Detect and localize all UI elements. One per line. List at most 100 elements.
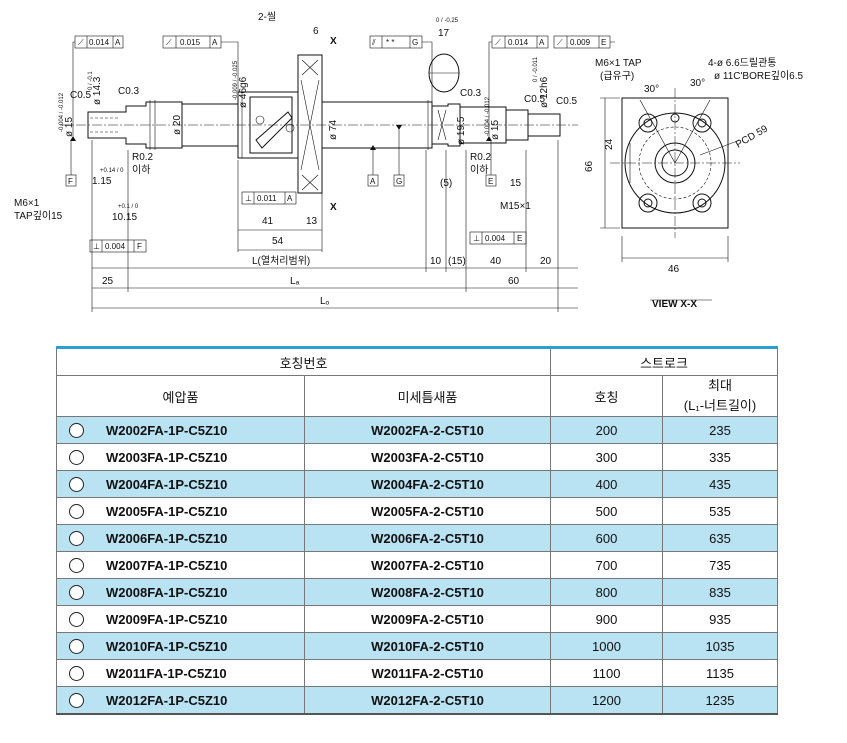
preload-cell: W2003FA-1P-C5Z10 bbox=[56, 443, 305, 471]
frame-datum: A bbox=[539, 38, 545, 47]
row-select-radio[interactable] bbox=[69, 693, 84, 709]
datum-box: A bbox=[367, 174, 379, 187]
stroke-max: 1135 bbox=[662, 659, 778, 687]
frame-datum: E bbox=[601, 38, 606, 47]
header-preload: 예압품 bbox=[56, 375, 305, 417]
stroke-nominal: 1100 bbox=[550, 659, 663, 687]
radius-label: R0.2 bbox=[132, 152, 154, 163]
row-select-radio[interactable] bbox=[69, 585, 84, 601]
gap-part-no: W2009FA-2-C5T10 bbox=[304, 605, 551, 633]
dimension-label: (15) bbox=[448, 256, 466, 267]
thread-label: (급유구) bbox=[600, 70, 634, 82]
frame-symbol: ⊥ bbox=[93, 242, 100, 251]
frame-datum: E bbox=[517, 234, 522, 243]
tolerance-frame: ⟋ 0.015 A bbox=[162, 35, 222, 49]
tolerance-frame: ⫽ * * G bbox=[369, 35, 423, 49]
row-select-radio[interactable] bbox=[69, 504, 84, 520]
header-max: 최대 (L₁-너트길이) bbox=[662, 375, 778, 417]
row-select-radio[interactable] bbox=[69, 531, 84, 547]
dimension-label: 20 bbox=[540, 256, 552, 267]
svg-text:A: A bbox=[370, 177, 376, 186]
row-select-radio[interactable] bbox=[69, 477, 84, 493]
preload-part-no: W2010FA-1P-C5Z10 bbox=[106, 639, 228, 655]
frame-symbol: ⟋ bbox=[495, 38, 501, 47]
row-select-radio[interactable] bbox=[69, 612, 84, 628]
hole-label: 4-ø 6.6드릴관통 bbox=[708, 56, 776, 69]
dimension-label: 66 bbox=[584, 160, 595, 172]
preload-part-no: W2008FA-1P-C5Z10 bbox=[106, 585, 228, 601]
row-select-radio[interactable] bbox=[69, 558, 84, 574]
header-part-no: 호칭번호 bbox=[56, 346, 551, 376]
preload-part-no: W2002FA-1P-C5Z10 bbox=[106, 423, 228, 439]
preload-cell: W2005FA-1P-C5Z10 bbox=[56, 497, 305, 525]
table-header-row: 호칭번호 스트로크 bbox=[56, 346, 778, 376]
radius-label: 이하 bbox=[470, 163, 488, 176]
dimension-label: 15 bbox=[510, 178, 522, 189]
svg-text:E: E bbox=[488, 177, 493, 186]
diameter-label: ø 19.5 bbox=[456, 116, 467, 145]
frame-value: 0.011 bbox=[257, 194, 277, 203]
frame-symbol: ⊥ bbox=[245, 194, 252, 203]
stroke-nominal: 400 bbox=[550, 470, 663, 498]
dimension-label: 6 bbox=[313, 26, 319, 37]
preload-cell: W2007FA-1P-C5Z10 bbox=[56, 551, 305, 579]
preload-part-no: W2009FA-1P-C5Z10 bbox=[106, 612, 228, 628]
tolerance-frame: ⟋ 0.014 A bbox=[74, 35, 124, 49]
nut-flange bbox=[297, 54, 323, 194]
gap-part-no: W2005FA-2-C5T10 bbox=[304, 497, 551, 525]
tolerance-label: -0.004 / -0.012 bbox=[59, 92, 65, 132]
technical-drawing: ⟋ 0.014 A ⟋ 0.015 A ⫽ * * G ⟋ 0.014 A ⟋ … bbox=[14, 11, 803, 312]
gap-part-no: W2010FA-2-C5T10 bbox=[304, 632, 551, 660]
datum-box: F bbox=[65, 174, 77, 187]
frame-datum: G bbox=[412, 38, 418, 47]
preload-part-no: W2005FA-1P-C5Z10 bbox=[106, 504, 228, 520]
frame-symbol: ⟋ bbox=[78, 38, 84, 47]
dimension-label: 25 bbox=[102, 276, 114, 287]
pcd-label: PCD 59 bbox=[734, 123, 770, 150]
row-select-radio[interactable] bbox=[69, 666, 84, 682]
gap-part-no: W2011FA-2-C5T10 bbox=[304, 659, 551, 687]
row-select-radio[interactable] bbox=[69, 450, 84, 466]
bolt-hole bbox=[692, 193, 712, 213]
gap-part-no: W2007FA-2-C5T10 bbox=[304, 551, 551, 579]
stroke-max: 735 bbox=[662, 551, 778, 579]
preload-cell: W2006FA-1P-C5Z10 bbox=[56, 524, 305, 552]
thread-label: TAP깊이15 bbox=[14, 210, 63, 222]
row-select-radio[interactable] bbox=[69, 639, 84, 655]
stroke-max: 1035 bbox=[662, 632, 778, 660]
thread-label: M15×1 bbox=[500, 201, 531, 212]
preload-part-no: W2012FA-1P-C5Z10 bbox=[106, 693, 228, 709]
screw-shaft bbox=[322, 101, 433, 149]
tolerance-frame: ⊥ 0.004 F bbox=[89, 239, 147, 253]
chamfer-label: C0.5 bbox=[524, 94, 546, 105]
shaft-left-end bbox=[87, 101, 183, 149]
dimension-label: 10 bbox=[430, 256, 442, 267]
chamfer-label: C0.3 bbox=[460, 88, 482, 99]
stroke-nominal: 600 bbox=[550, 524, 663, 552]
diameter-label: ø 74 bbox=[328, 120, 339, 140]
dimension-label: 1.15 bbox=[92, 176, 112, 187]
gap-part-no: W2006FA-2-C5T10 bbox=[304, 524, 551, 552]
preload-cell: W2008FA-1P-C5Z10 bbox=[56, 578, 305, 606]
frame-datum: A bbox=[287, 194, 293, 203]
chamfer-label: C0.5 bbox=[556, 96, 578, 107]
row-select-radio[interactable] bbox=[69, 423, 84, 439]
frame-value: * * bbox=[386, 38, 394, 47]
svg-text:G: G bbox=[396, 177, 402, 186]
tolerance-label: 0 / -0.1 bbox=[88, 71, 94, 90]
header-gap: 미세틈새품 bbox=[304, 375, 551, 417]
stroke-nominal: 500 bbox=[550, 497, 663, 525]
tolerance-frame: ⟋ 0.009 E bbox=[553, 35, 611, 49]
frame-value: 0.014 bbox=[89, 38, 110, 47]
preload-part-no: W2007FA-1P-C5Z10 bbox=[106, 558, 228, 574]
header-max-sub: (L₁-너트길이) bbox=[683, 398, 757, 413]
preload-part-no: W2004FA-1P-C5Z10 bbox=[106, 477, 228, 493]
tolerance-label: 0 / -0.011 bbox=[533, 56, 539, 82]
thread-label: M6×1 TAP bbox=[595, 58, 642, 69]
preload-part-no: W2006FA-1P-C5Z10 bbox=[106, 531, 228, 547]
spec-table: 호칭번호 스트로크 호칭 최대 (L₁-너트길이) 예압품 미세틈새품 W200… bbox=[56, 346, 778, 715]
